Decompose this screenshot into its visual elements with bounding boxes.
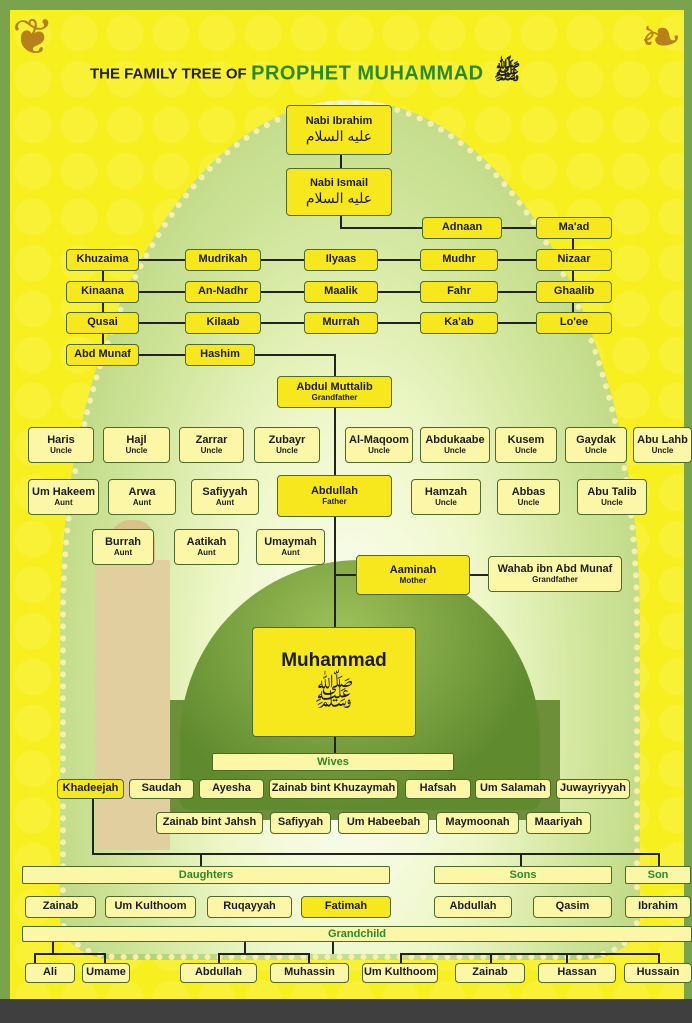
node-daughter: Zainab [25, 896, 96, 918]
node-grandchild: Zainab [455, 963, 525, 983]
node-khuzaima: Khuzaima [66, 249, 139, 271]
node-fahr: Fahr [420, 281, 498, 303]
corner-ornament-icon: ❦ [12, 8, 54, 66]
node-son: Ibrahim [625, 896, 691, 918]
grandchild-header: Grandchild [22, 926, 692, 942]
node-grandchild: Muhassin [270, 963, 349, 983]
corner-ornament-icon: ❧ [640, 8, 682, 66]
node-grandchild: Abdullah [180, 963, 257, 983]
sons-header: Sons [434, 866, 612, 884]
node-wife: Zainab bint Jahsh [156, 812, 263, 834]
node-grandchild: Hussain [624, 963, 692, 983]
node-wife: Saudah [129, 779, 194, 799]
node-kilaab: Kilaab [185, 312, 261, 334]
node-grandchild: Ali [25, 963, 75, 983]
node-an-nadhr: An-Nadhr [185, 281, 261, 303]
node-daughter: Fatimah [301, 896, 391, 918]
node-hashim: Hashim [185, 344, 255, 366]
node-murrah: Murrah [304, 312, 378, 334]
node-wife: Khadeejah [57, 779, 124, 799]
node-daughter: Ruqayyah [207, 896, 292, 918]
title-main: PROPHET MUHAMMAD [251, 62, 484, 85]
node-wife: Um Habeebah [338, 812, 429, 834]
node-wife: Zainab bint Khuzaymah [269, 779, 398, 799]
node-wife: Maariyah [526, 812, 591, 834]
node-loee: Lo'ee [536, 312, 612, 334]
node-wife: Maymoonah [436, 812, 519, 834]
wives-header: Wives [212, 753, 454, 771]
node-nabi-ibrahim: Nabi Ibrahim عليه السلام [286, 105, 392, 155]
node-mudrikah: Mudrikah [185, 249, 261, 271]
node-kinaana: Kinaana [66, 281, 139, 303]
node-son: Qasim [533, 896, 612, 918]
node-abdul-muttalib: Abdul Muttalib Grandfather [277, 376, 392, 408]
node-nabi-ismail: Nabi Ismail عليه السلام [286, 168, 392, 216]
node-wife: Um Salamah [475, 779, 551, 799]
node-abd-munaf: Abd Munaf [66, 344, 139, 366]
node-grandchild: Hassan [538, 963, 616, 983]
node-grandchild: Umame [82, 963, 130, 983]
node-kaab: Ka'ab [420, 312, 498, 334]
node-son: Abdullah [434, 896, 512, 918]
node-adnaan: Adnaan [422, 217, 502, 239]
node-wife: Juwayriyyah [556, 779, 630, 799]
son-header: Son [625, 866, 691, 884]
minaret-illustration [95, 560, 170, 850]
node-mudhr: Mudhr [420, 249, 498, 271]
node-muhammad: Muhammad ﷺ [252, 627, 416, 737]
left-frame [0, 0, 10, 1023]
node-qusai: Qusai [66, 312, 139, 334]
node-maad: Ma'ad [536, 217, 612, 239]
right-frame [684, 0, 692, 1023]
node-wife: Hafsah [405, 779, 471, 799]
node-maalik: Maalik [304, 281, 378, 303]
title-prefix: THE FAMILY TREE OF [90, 65, 247, 83]
node-ghaalib: Ghaalib [536, 281, 612, 303]
title-calligraphy: ﷺ [494, 59, 521, 84]
node-daughter: Um Kulthoom [105, 896, 196, 918]
node-wife: Safiyyah [270, 812, 331, 834]
node-ilyaas: Ilyaas [304, 249, 378, 271]
bottom-frame [0, 999, 692, 1023]
poster-title: THE FAMILY TREE OF PROPHET MUHAMMAD ﷺ [90, 58, 521, 90]
top-frame [0, 0, 692, 10]
node-nizaar: Nizaar [536, 249, 612, 271]
node-wife: Ayesha [199, 779, 264, 799]
node-grandchild: Um Kulthoom [362, 963, 438, 983]
daughters-header: Daughters [22, 866, 390, 884]
